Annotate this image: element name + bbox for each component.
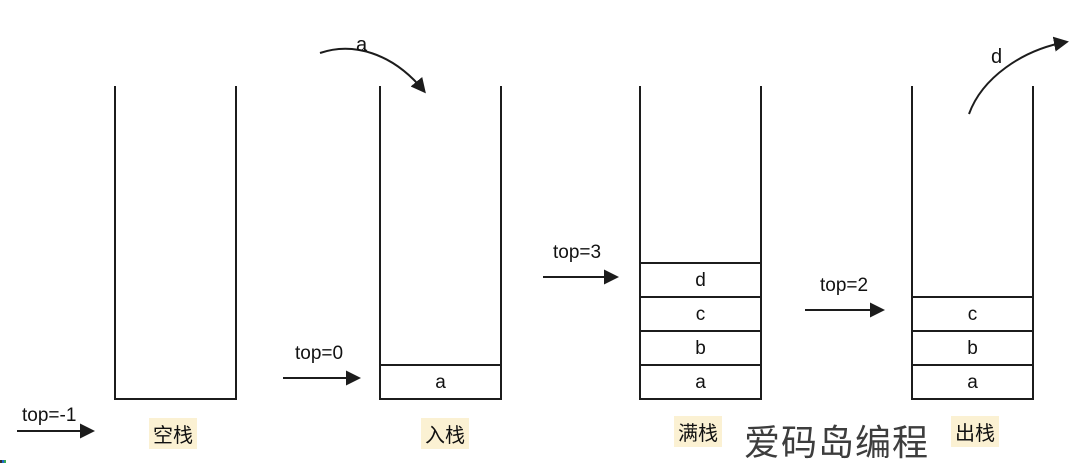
full-stack: a b c d [639, 86, 762, 400]
corner-pixel-artifact [0, 460, 6, 463]
top-pointer-label-pop: top=2 [820, 275, 869, 296]
top-pointer-label-empty: top=-1 [22, 405, 77, 426]
stack-label-empty: 空栈 [149, 418, 197, 449]
empty-stack [114, 86, 237, 400]
push-stack: a [379, 86, 502, 400]
top-pointer-label-push: top=0 [295, 343, 344, 364]
stack-cell: a [913, 364, 1032, 398]
top-pointer-label-full: top=3 [553, 242, 602, 263]
push-curve-arrow [319, 47, 426, 94]
stack-label-full: 满栈 [674, 416, 722, 447]
pop-stack: a b c [911, 86, 1034, 400]
outgoing-item-letter: d [991, 46, 1003, 68]
stack-cell: c [641, 296, 760, 330]
stack-label-pop: 出栈 [951, 416, 999, 447]
stack-cell: a [641, 364, 760, 398]
stack-cell: d [641, 262, 760, 296]
stack-cell: b [641, 330, 760, 364]
stack-cell: a [381, 364, 500, 398]
incoming-item-letter: a [356, 34, 368, 56]
stack-cell: c [913, 296, 1032, 330]
stack-cell: b [913, 330, 1032, 364]
watermark-text: 爱码岛编程 [744, 423, 930, 464]
stack-label-push: 入栈 [421, 418, 469, 449]
